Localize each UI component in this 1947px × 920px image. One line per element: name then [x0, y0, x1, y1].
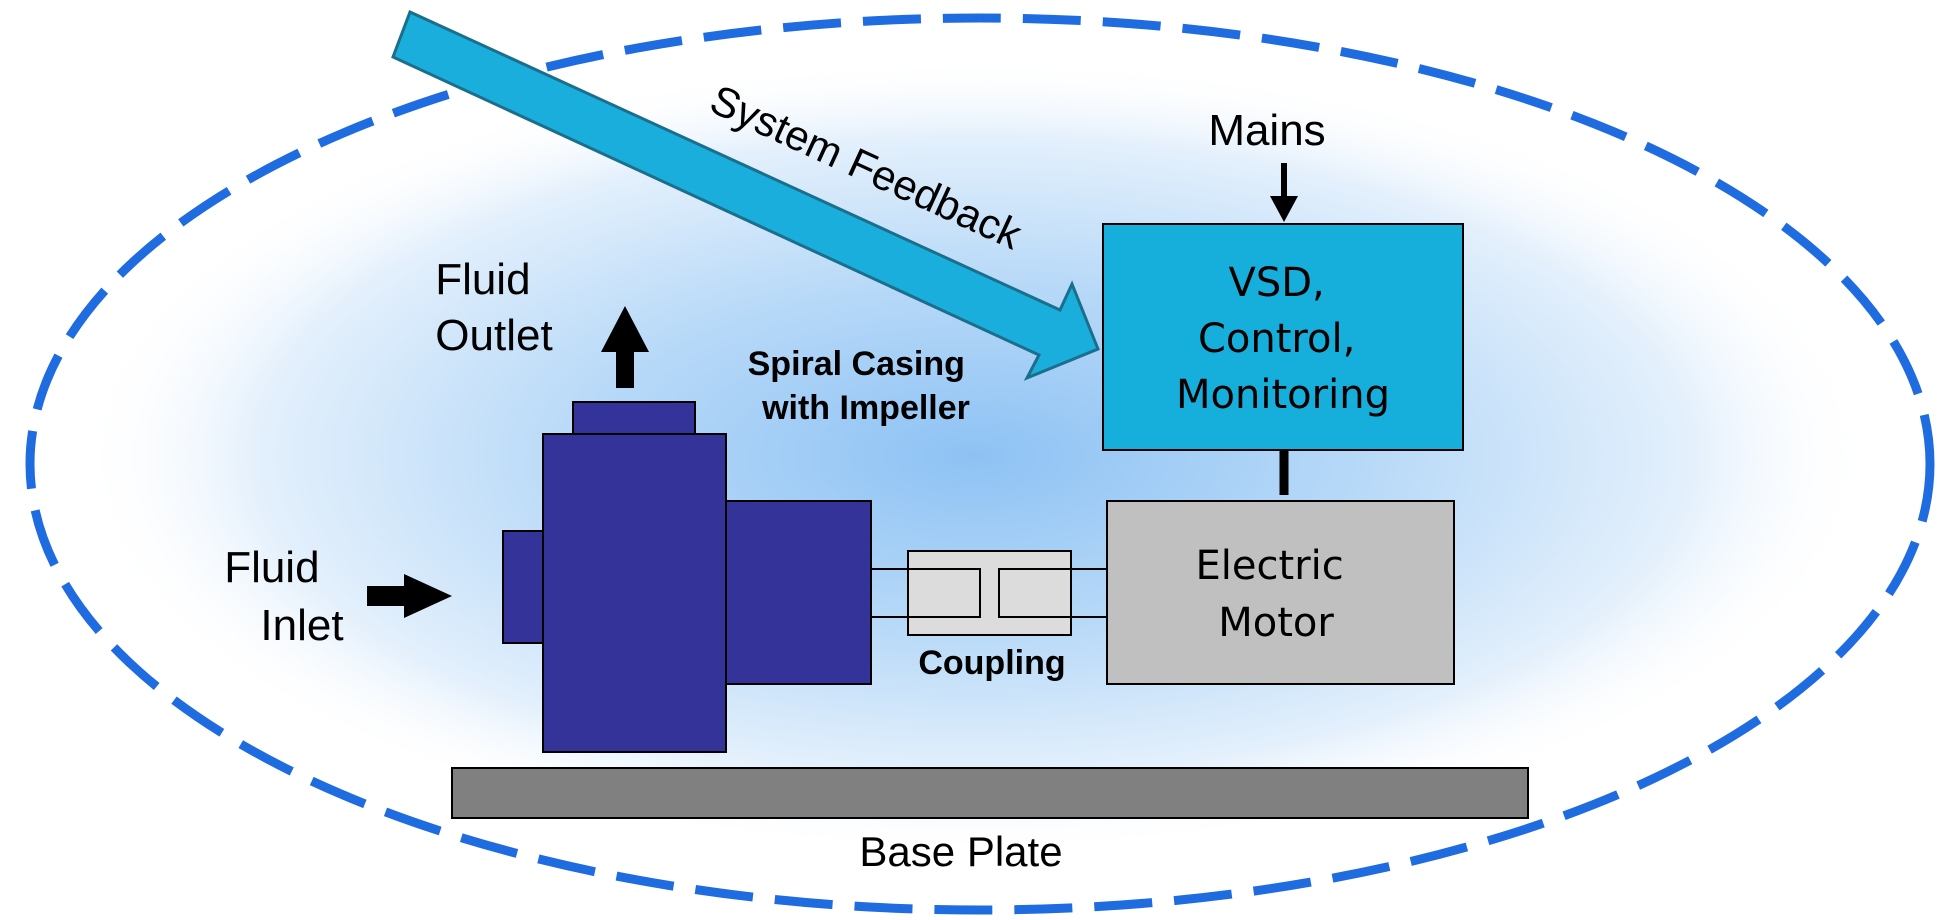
- coupling-label: Coupling: [918, 644, 1065, 682]
- vsd-label-line2: Control,: [1198, 316, 1355, 362]
- spiral-casing-label: Spiral Casing with Impeller: [748, 345, 975, 427]
- background-glow: [74, 56, 1874, 856]
- coupling-half-left: [907, 568, 981, 618]
- electric-motor-label-line2: Motor: [1218, 600, 1334, 646]
- pump-inlet-flange: [502, 530, 544, 644]
- vsd-control-box: [1102, 223, 1464, 451]
- system-boundary-ellipse: [25, 13, 1935, 915]
- fluid-inlet-arrow-head: [404, 574, 452, 618]
- base-plate-label: Base Plate: [859, 828, 1062, 875]
- fluid-outlet-arrow-shaft: [616, 350, 634, 388]
- fluid-inlet-line1: Fluid: [224, 543, 319, 592]
- base-plate: [451, 767, 1529, 819]
- fluid-outlet-line2: Outlet: [435, 311, 552, 360]
- vsd-label-line3: Monitoring: [1176, 372, 1390, 418]
- fluid-inlet-arrow-shaft: [367, 586, 407, 606]
- bearing-housing: [725, 500, 872, 685]
- coupling-half-right: [998, 568, 1072, 618]
- fluid-inlet-line2: Inlet: [260, 601, 343, 650]
- electric-motor-label-line1: Electric: [1196, 543, 1344, 589]
- spiral-casing: [542, 433, 727, 753]
- spiral-casing-line1: Spiral Casing: [748, 345, 965, 383]
- vsd-control-label: VSD, Control, Monitoring: [1176, 260, 1390, 418]
- mains-arrow-head: [1270, 196, 1298, 222]
- pump-outlet-flange: [572, 401, 696, 435]
- mains-label: Mains: [1208, 106, 1325, 155]
- fluid-outlet-arrow-head: [601, 306, 649, 352]
- system-feedback-arrow: [391, 9, 1100, 381]
- fluid-inlet-label: Fluid Inlet: [224, 543, 343, 650]
- electric-motor-label: Electric Motor: [1196, 543, 1357, 646]
- fluid-outlet-line1: Fluid: [435, 255, 530, 304]
- spiral-casing-line2: with Impeller: [761, 389, 970, 427]
- electric-motor: [1106, 500, 1455, 685]
- fluid-outlet-label: Fluid Outlet: [435, 255, 553, 360]
- vsd-label-line1: VSD,: [1229, 260, 1325, 306]
